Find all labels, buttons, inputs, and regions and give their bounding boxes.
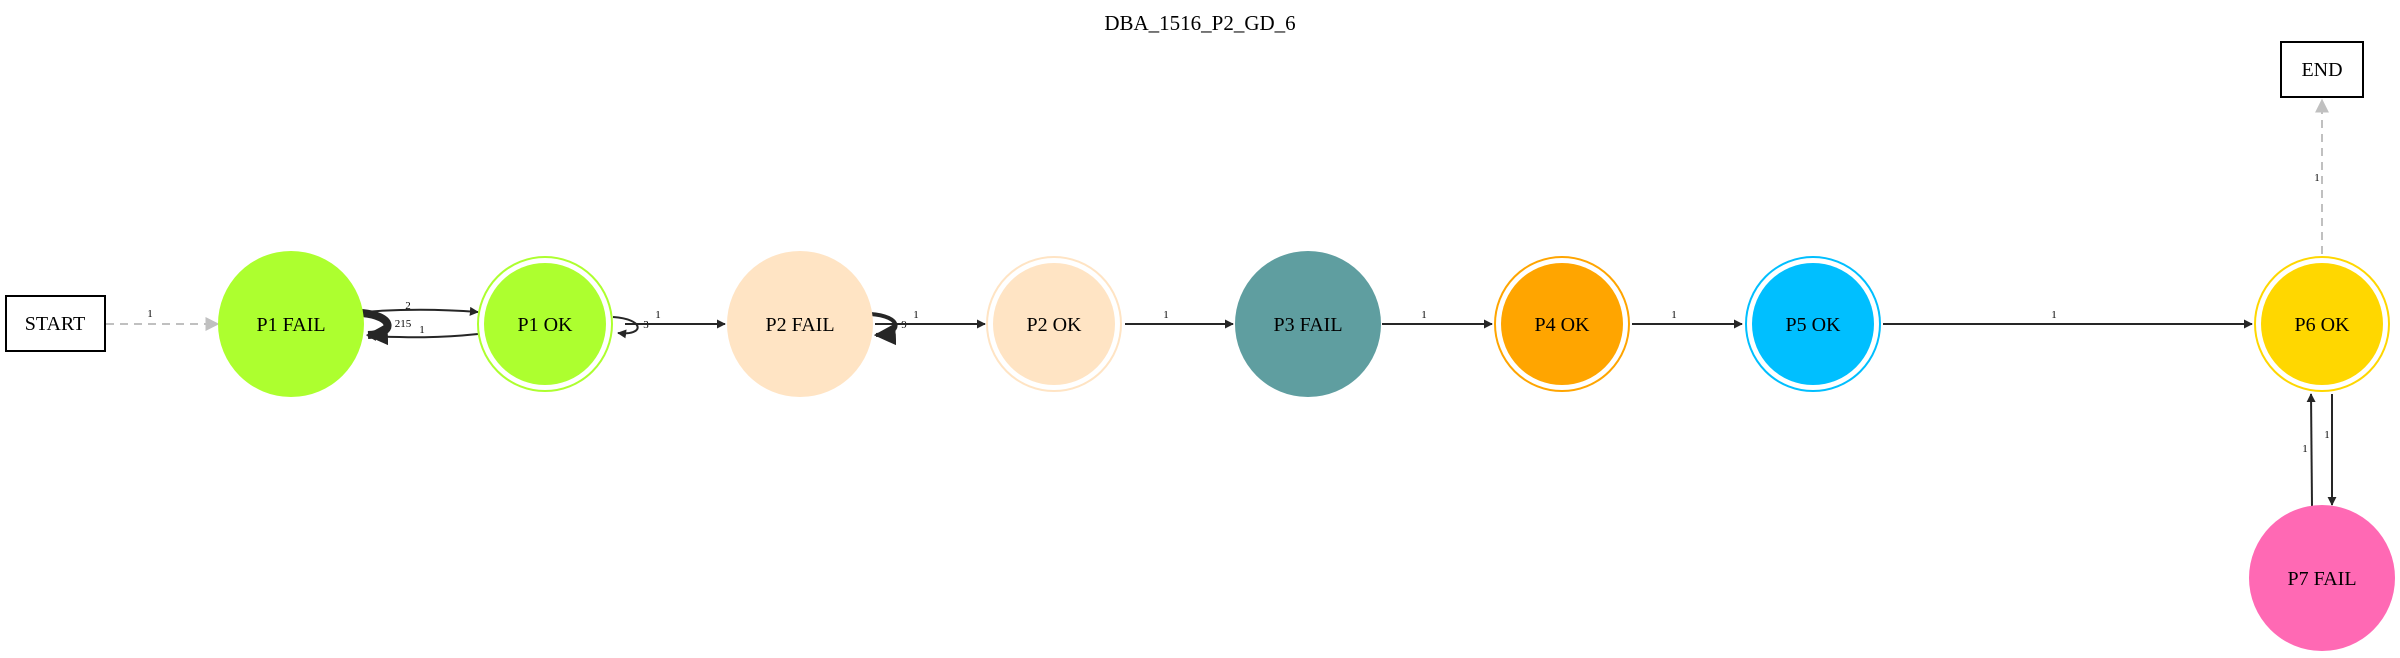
edge-label-p3fail-p4ok: 1 [1421,309,1427,321]
node-p3-fail[interactable]: P3 FAIL [1235,251,1381,397]
node-p1-ok-outer [477,256,613,392]
node-p5-ok-outer [1745,256,1881,392]
node-p3-fail-shape [1235,251,1381,397]
edge-label-p1ok-p2fail: 1 [655,309,661,321]
edge-p6ok-end: 1 [2314,98,2329,254]
edge-p1ok-p2fail: 1 [625,309,726,329]
edge-p1fail-self: 215 [361,309,412,346]
node-p7-fail-label: P7 FAIL [2287,568,2356,590]
node-p4-ok-shape [1501,263,1623,385]
edge-label-p6ok-p7fail: 1 [2324,429,2330,441]
node-p2-ok-label: P2 OK [1026,314,1082,336]
node-p5-ok-label: P5 OK [1785,314,1841,336]
edge-label-start-p1fail: 1 [147,308,153,320]
edge-p2fail-p2ok: 1 [875,309,986,329]
edge-p6ok-p7fail: 1 [2324,394,2337,506]
edge-p3fail-p4ok: 1 [1382,309,1493,329]
node-p7-fail[interactable]: P7 FAIL [2249,505,2395,651]
node-p5-ok-shape [1752,263,1874,385]
node-p1-fail[interactable]: P1 FAIL [218,251,364,397]
node-p6-ok-label: P6 OK [2294,314,2350,336]
edge-label-p1fail-self: 215 [395,318,412,330]
node-p1-ok[interactable]: P1 OK [477,256,613,392]
edge-p4ok-p5ok: 1 [1632,309,1743,329]
edge-p1ok-self: 3 [612,316,649,339]
node-p2-fail[interactable]: P2 FAIL [727,251,873,397]
node-p6-ok-outer [2254,256,2390,392]
edge-label-p2fail-p2ok: 1 [913,309,919,321]
node-start[interactable]: START [5,295,106,352]
node-p6-ok-shape [2261,263,2383,385]
node-p3-fail-label: P3 FAIL [1273,314,1342,336]
node-p7-fail-shape [2249,505,2395,651]
node-p2-fail-shape [727,251,873,397]
node-p4-ok-outer [1494,256,1630,392]
edge-label-p4ok-p5ok: 1 [1671,309,1677,321]
edge-label-p7fail-p6ok: 1 [2302,443,2308,455]
node-end-label: END [2301,59,2342,81]
node-p2-ok-shape [993,263,1115,385]
node-p2-ok[interactable]: P2 OK [986,256,1122,392]
node-p2-ok-outer [986,256,1122,392]
node-start-label: START [25,313,86,335]
node-p6-ok[interactable]: P6 OK [2254,256,2390,392]
edge-p1ok-p1fail: 1 [367,324,479,341]
node-p1-ok-shape [484,263,606,385]
node-p5-ok[interactable]: P5 OK [1745,256,1881,392]
edge-p5ok-p6ok: 1 [1883,309,2253,329]
node-p4-ok[interactable]: P4 OK [1494,256,1630,392]
edge-label-p2ok-p3fail: 1 [1163,309,1169,321]
node-end[interactable]: END [2280,41,2364,98]
edge-label-p1fail-p1ok: 2 [405,300,411,312]
edge-p7fail-p6ok: 1 [2302,393,2316,507]
edge-label-p1ok-p1fail: 1 [419,324,425,336]
node-p2-fail-label: P2 FAIL [765,314,834,336]
diagram-title: DBA_1516_P2_GD_6 [1104,11,1295,35]
edge-label-p5ok-p6ok: 1 [2051,309,2057,321]
node-p1-ok-label: P1 OK [517,314,573,336]
edge-start-p1fail: 1 [106,308,220,331]
edge-p1fail-p1ok: 2 [363,300,479,316]
node-p1-fail-label: P1 FAIL [256,314,325,336]
node-p4-ok-label: P4 OK [1534,314,1590,336]
edge-label-p6ok-end: 1 [2314,172,2320,184]
node-p1-fail-shape [218,251,364,397]
edge-p2ok-p3fail: 1 [1125,309,1234,329]
